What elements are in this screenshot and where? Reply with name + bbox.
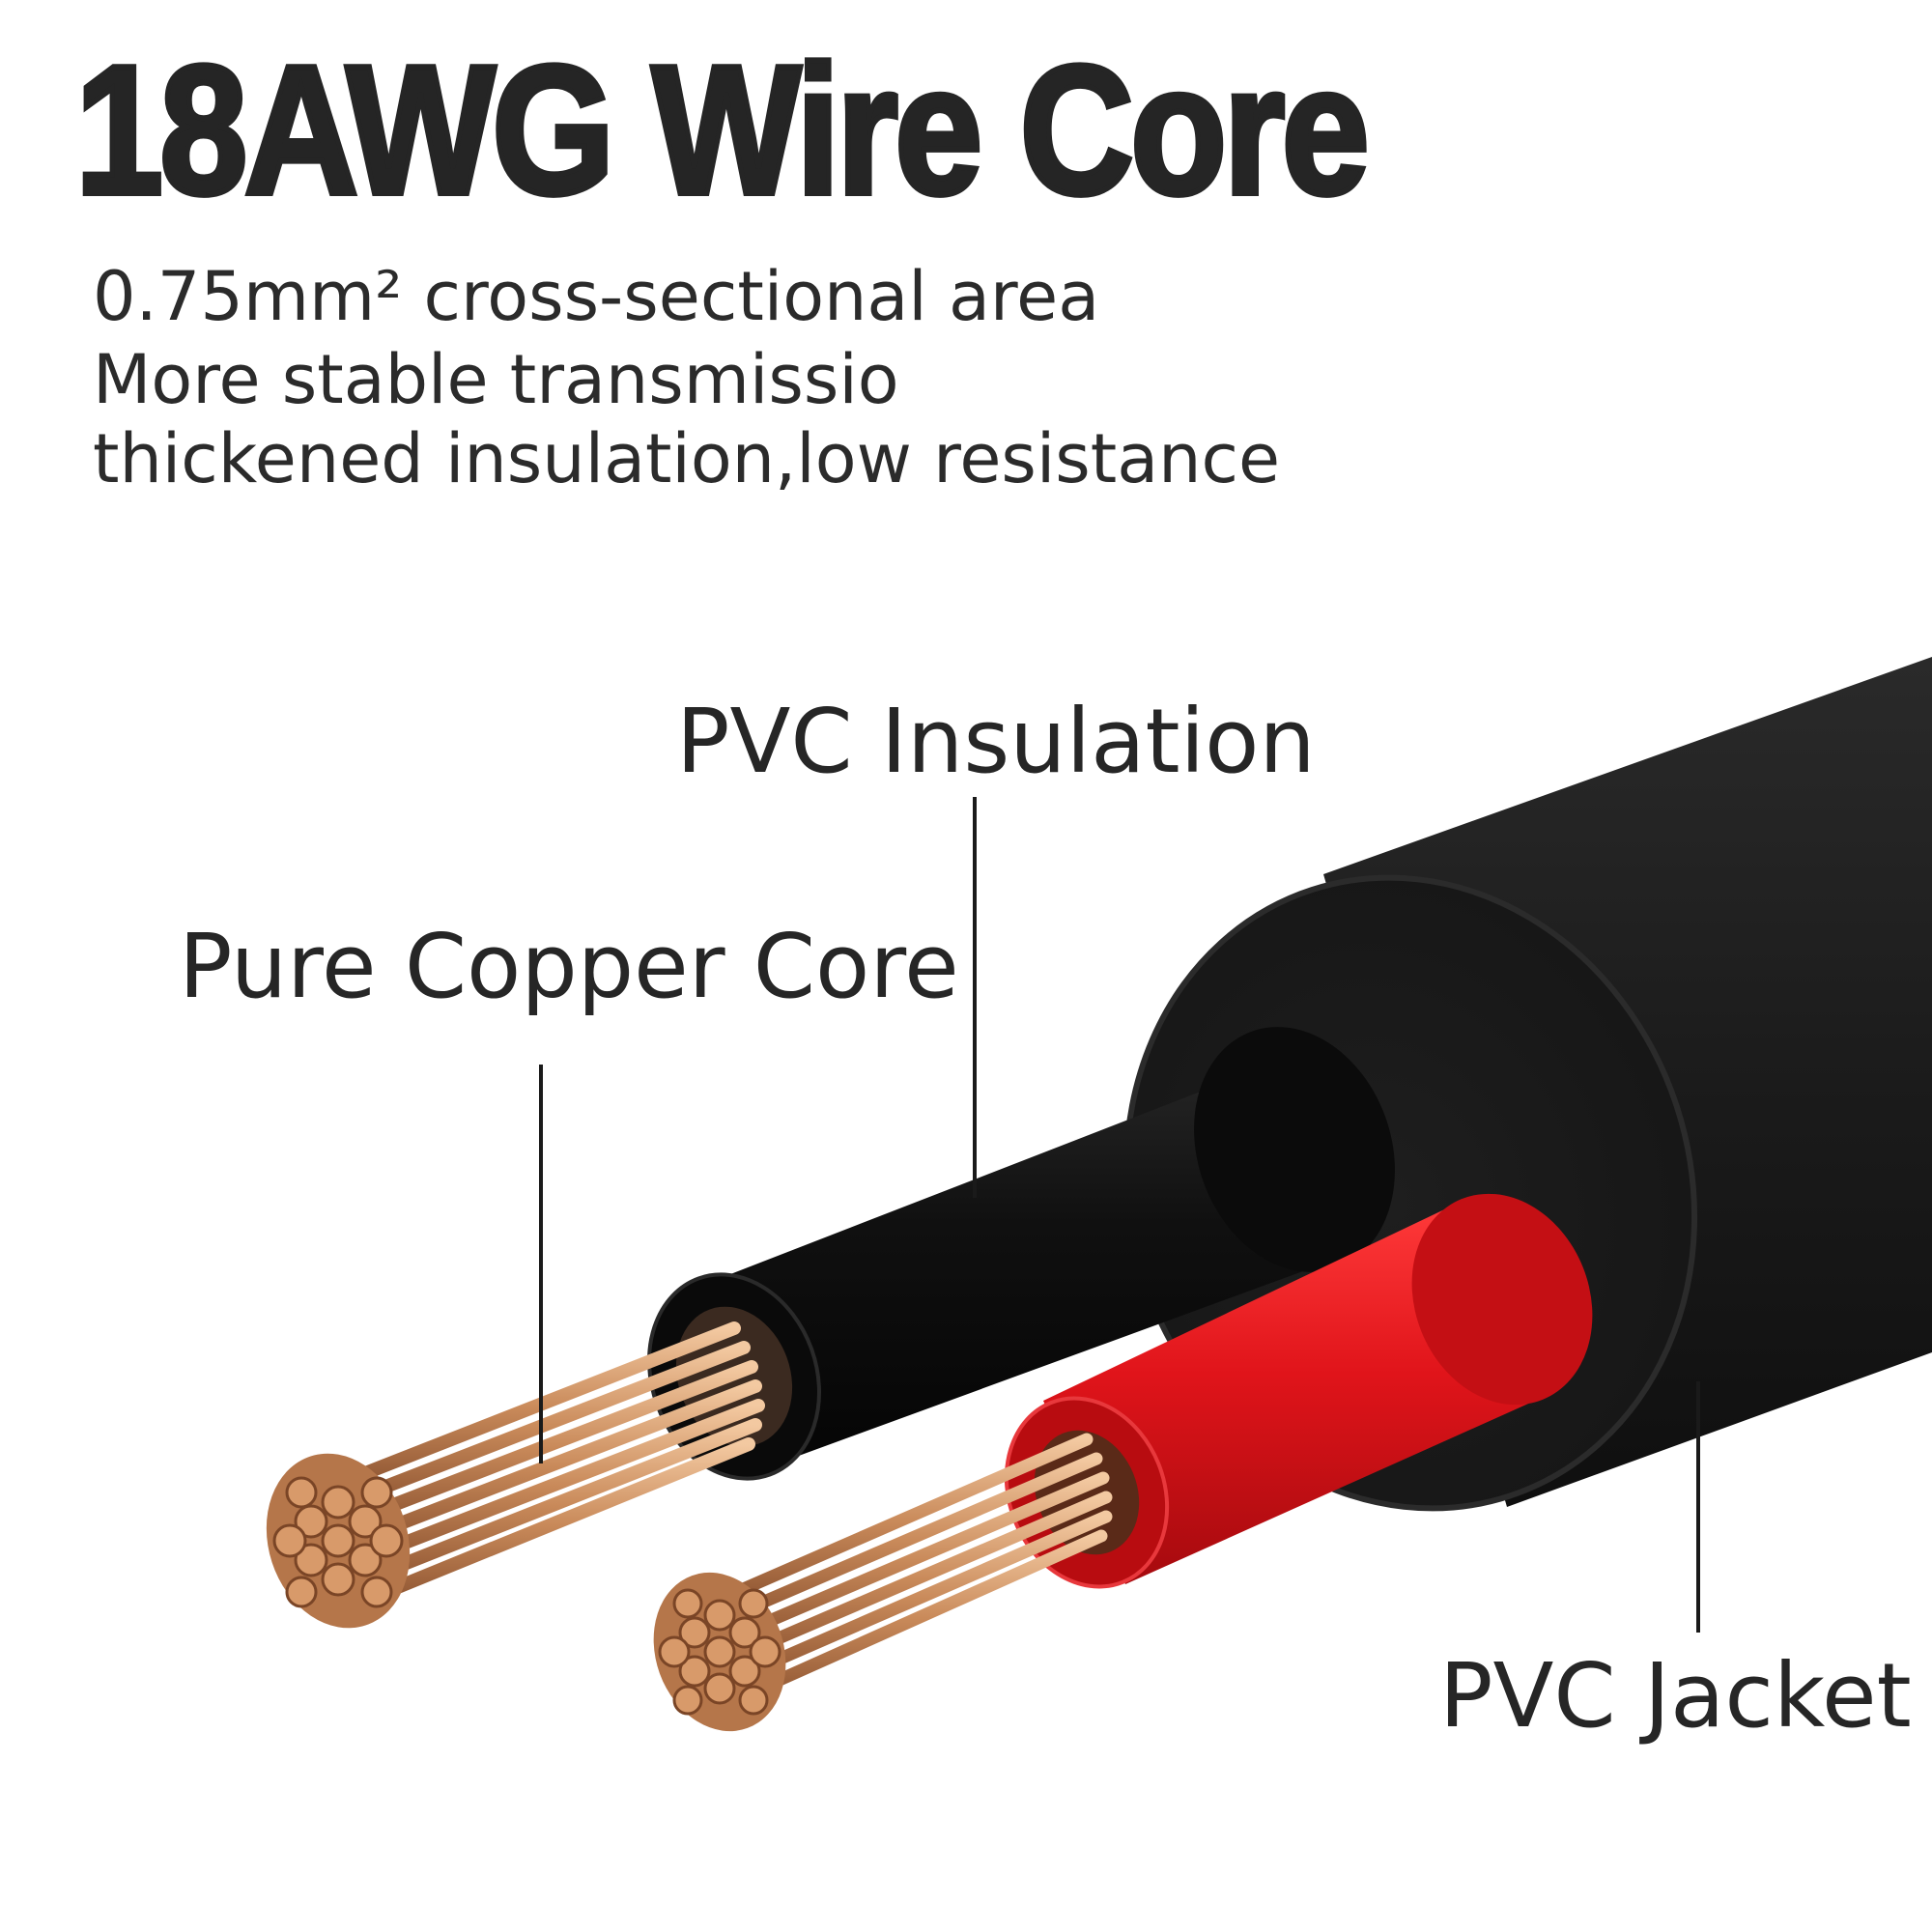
copper-core-red	[703, 1433, 1113, 1707]
copper-core-red-face	[653, 1572, 786, 1732]
page-title: 18AWG Wire Core	[72, 28, 1372, 233]
spec-line-insulation: thickened insulation,low resistance	[93, 419, 1281, 498]
copper-core-black-face	[266, 1453, 411, 1629]
spec-line-transmission: More stable transmissio	[93, 340, 899, 419]
copper-core-black	[322, 1321, 765, 1610]
callout-pvc-jacket: PVC Jacket	[1439, 1644, 1912, 1747]
callout-pure-copper-core: Pure Copper Core	[179, 915, 959, 1018]
spec-line-area: 0.75mm² cross-sectional area	[93, 257, 1100, 336]
callout-pvc-insulation: PVC Insulation	[676, 690, 1316, 793]
